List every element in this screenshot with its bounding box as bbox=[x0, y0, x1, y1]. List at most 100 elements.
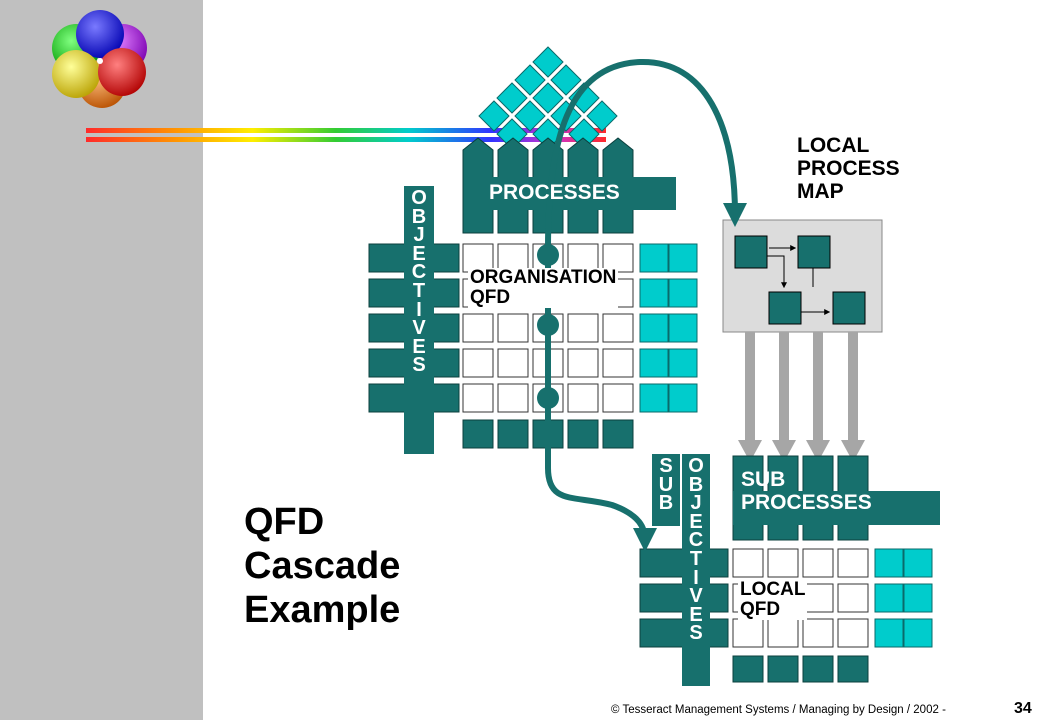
local-matrix-cell bbox=[767, 548, 799, 578]
sub-band bbox=[652, 454, 680, 526]
target-cell bbox=[462, 419, 494, 449]
vertical-letter: V bbox=[689, 585, 703, 608]
importance-cell bbox=[639, 383, 669, 413]
local-target-cells bbox=[732, 655, 869, 683]
local-importance-cells bbox=[874, 548, 933, 648]
matrix-cell bbox=[497, 243, 529, 273]
vertical-letter: C bbox=[411, 261, 427, 284]
local-matrix-cell bbox=[732, 618, 764, 648]
matrix-cell bbox=[497, 348, 529, 378]
importance-cell bbox=[668, 243, 698, 273]
flow-arrow-to-process-map bbox=[545, 58, 747, 249]
local-importance-cell bbox=[874, 583, 904, 613]
matrix-cell bbox=[567, 313, 599, 343]
importance-cell bbox=[668, 278, 698, 308]
vertical-letter: O bbox=[411, 187, 427, 209]
flow-arrow-to-local-qfd bbox=[545, 400, 657, 552]
vertical-letter: U bbox=[658, 473, 674, 496]
local-matrix-cell bbox=[802, 583, 834, 613]
roof-diamond bbox=[586, 100, 618, 132]
vertical-letter: B bbox=[411, 205, 427, 228]
flow-dots bbox=[537, 244, 559, 409]
roof-diamond bbox=[514, 64, 546, 96]
local-target-cell bbox=[732, 655, 764, 683]
vertical-letter: O bbox=[688, 455, 704, 477]
local-importance-cell bbox=[874, 548, 904, 578]
matrix-cell bbox=[602, 383, 634, 413]
sub-objectives-band bbox=[682, 454, 710, 686]
sidebar-strip bbox=[0, 0, 203, 720]
vertical-letter: E bbox=[412, 335, 426, 358]
matrix-cell bbox=[567, 348, 599, 378]
roof-diamond bbox=[496, 82, 528, 114]
matrix-cell bbox=[602, 243, 634, 273]
vertical-letter: S bbox=[412, 354, 426, 377]
matrix-cell bbox=[497, 383, 529, 413]
vertical-letter: B bbox=[688, 473, 704, 496]
organisation-qfd-label: ORGANISATION QFD bbox=[468, 267, 619, 308]
vertical-letter: C bbox=[688, 529, 704, 552]
page-number: 34 bbox=[1014, 700, 1032, 717]
vertical-letter: T bbox=[412, 279, 426, 302]
vertical-letter: E bbox=[689, 510, 703, 533]
local-importance-cell bbox=[903, 548, 933, 578]
vertical-letter: B bbox=[658, 492, 674, 515]
local-matrix-cell bbox=[802, 548, 834, 578]
vertical-letter: J bbox=[413, 224, 425, 247]
sub-processes-band bbox=[733, 491, 940, 525]
matrix-cell bbox=[462, 348, 494, 378]
local-matrix-cell bbox=[837, 618, 869, 648]
local-process-map-label: LOCAL PROCESS MAP bbox=[797, 134, 900, 203]
sub-processes-label: SUB PROCESSES bbox=[741, 468, 872, 514]
importance-cells bbox=[639, 243, 698, 413]
local-matrix-cell bbox=[732, 548, 764, 578]
local-target-cell bbox=[767, 655, 799, 683]
processes-band bbox=[477, 177, 676, 210]
local-matrix-cell bbox=[802, 618, 834, 648]
local-matrix-cell bbox=[837, 583, 869, 613]
vertical-letter: E bbox=[689, 603, 703, 626]
local-importance-cell bbox=[903, 618, 933, 648]
importance-cell bbox=[668, 383, 698, 413]
matrix-cell bbox=[602, 348, 634, 378]
vertical-letter: I bbox=[416, 298, 422, 321]
local-importance-cell bbox=[903, 583, 933, 613]
matrix-cell bbox=[497, 313, 529, 343]
vertical-letter: E bbox=[412, 242, 426, 265]
vertical-letter: S bbox=[689, 622, 703, 645]
matrix-cell bbox=[567, 383, 599, 413]
slide-title: QFD Cascade Example bbox=[244, 501, 401, 631]
processes-label: PROCESSES bbox=[489, 181, 620, 204]
grey-down-arrows bbox=[738, 332, 865, 462]
importance-cell bbox=[639, 348, 669, 378]
matrix-cell bbox=[462, 313, 494, 343]
importance-cell bbox=[639, 313, 669, 343]
local-qfd-label: LOCAL QFD bbox=[738, 579, 808, 620]
vertical-letter: V bbox=[412, 317, 426, 340]
importance-cell bbox=[639, 243, 669, 273]
objectives-band bbox=[404, 186, 434, 454]
target-cell bbox=[567, 419, 599, 449]
matrix-cell bbox=[462, 383, 494, 413]
roof-diamond bbox=[532, 82, 564, 114]
roof-diamond bbox=[532, 46, 564, 78]
correlation-roof bbox=[478, 46, 618, 150]
roof-diamond bbox=[568, 82, 600, 114]
matrix-cell bbox=[602, 313, 634, 343]
local-target-cell bbox=[802, 655, 834, 683]
roof-diamond bbox=[478, 100, 510, 132]
local-target-cell bbox=[837, 655, 869, 683]
vertical-letter: T bbox=[689, 547, 703, 570]
importance-cell bbox=[668, 313, 698, 343]
roof-diamond bbox=[550, 64, 582, 96]
footer-copyright: © Tesseract Management Systems / Managin… bbox=[611, 704, 946, 716]
local-matrix-cell bbox=[767, 618, 799, 648]
target-cell bbox=[497, 419, 529, 449]
process-map-steps bbox=[734, 235, 866, 325]
local-importance-cell bbox=[874, 618, 904, 648]
vertical-letter: S bbox=[659, 455, 673, 477]
